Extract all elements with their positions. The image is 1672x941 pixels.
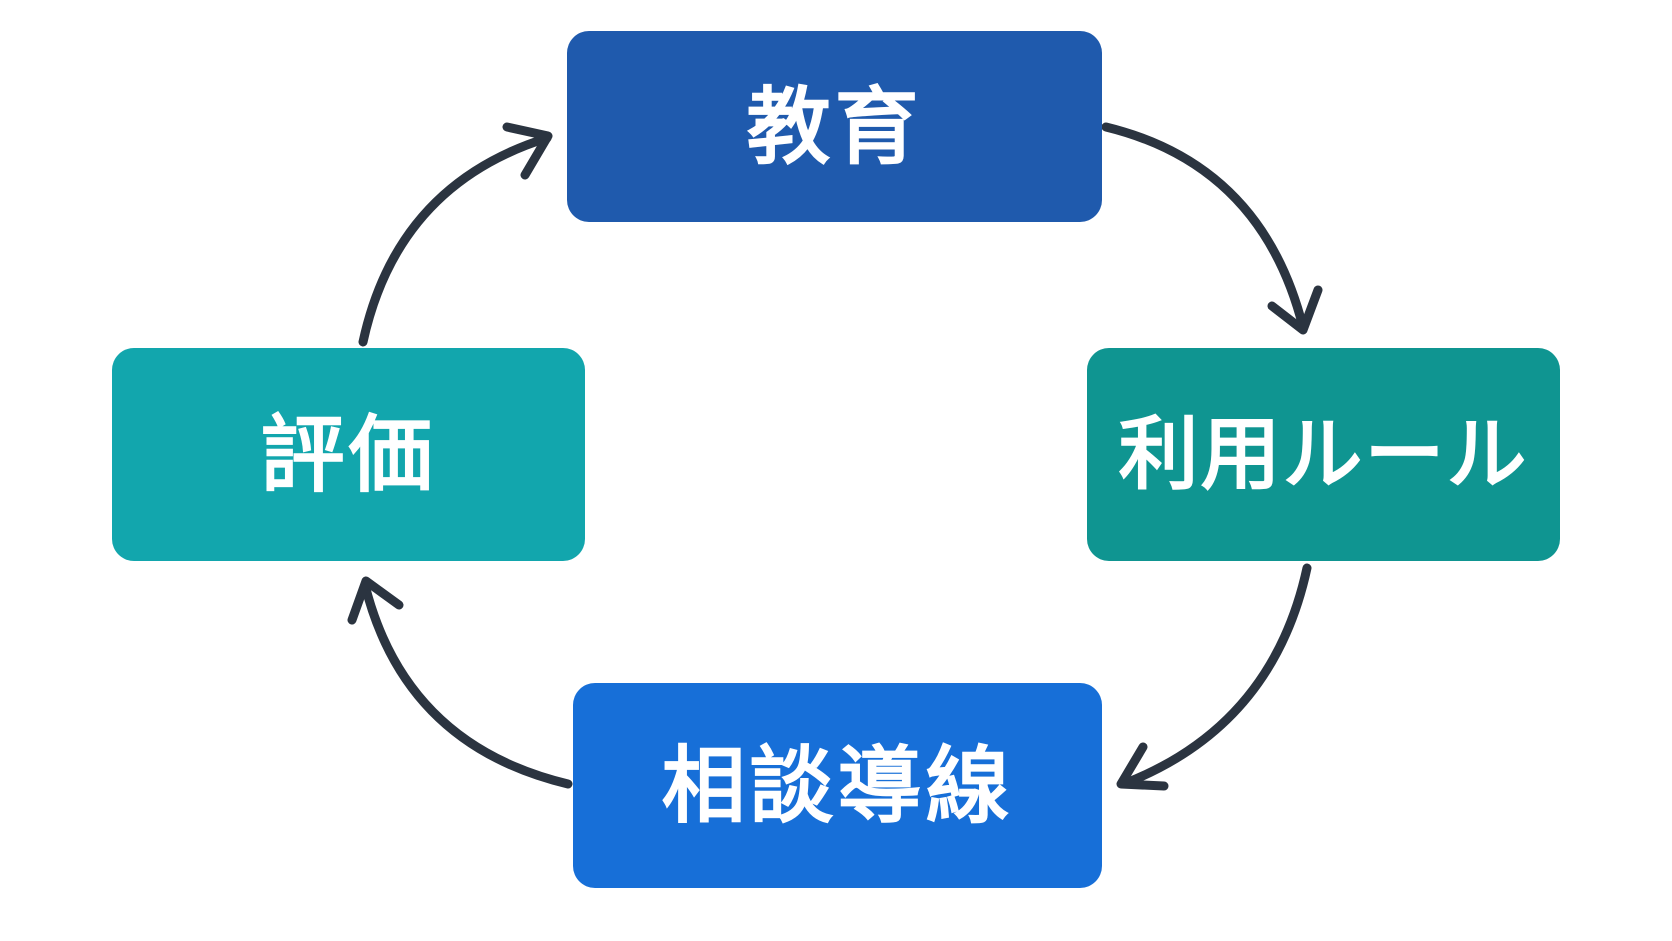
arrow-usage-rules-to-consultation: [1121, 563, 1312, 788]
node-consultation: 相談導線: [573, 683, 1102, 888]
arrowhead-consultation-to-evaluation: [347, 576, 404, 625]
arrow-evaluation-to-education: [358, 133, 552, 347]
arrow-consultation-to-evaluation: [360, 580, 573, 789]
node-evaluation: 評価: [112, 348, 585, 561]
node-evaluation-label: 評価: [260, 405, 437, 504]
node-education-label: 教育: [746, 77, 923, 176]
arrowhead-evaluation-to-education: [502, 122, 553, 180]
arrowhead-education-to-usage-rules: [1267, 285, 1323, 335]
node-usage-rules-label: 利用ルール: [1118, 407, 1529, 501]
node-education: 教育: [567, 31, 1102, 222]
arrowhead-usage-rules-to-consultation: [1116, 742, 1169, 791]
node-usage-rules: 利用ルール: [1087, 348, 1560, 561]
node-consultation-label: 相談導線: [661, 736, 1014, 835]
arrow-education-to-usage-rules: [1101, 122, 1308, 332]
